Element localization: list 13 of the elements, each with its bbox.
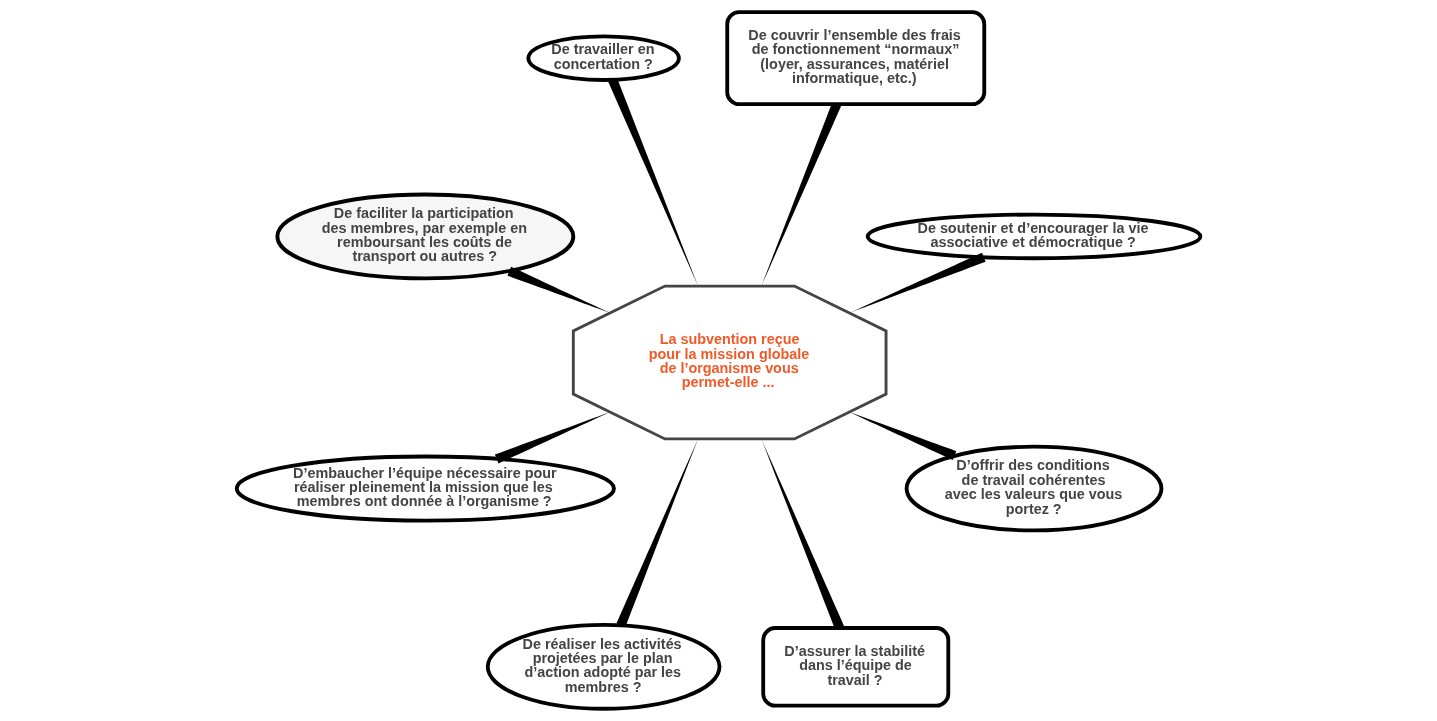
connector [507,266,610,313]
node-ellipse: De réaliser les activités projetées par le plan d’action adopté par les membres ? [485,623,722,711]
node-ellipse: D’offrir des conditions de travail cohérentes avec les valeurs que vous portez ? [904,444,1164,533]
connector [494,412,610,464]
connector [616,439,698,627]
node-ellipse: De faciliter la participation des membres, par exemple en remboursant les coûts de transport ou autres ? [275,192,576,281]
node-box: D’assurer la stabilité dans l’équipe de travail ? [761,626,951,708]
node-ellipse: D’embaucher l’équipe nécessaire pour réaliser pleinement la mission que les membres ont donnée à l’organisme ? [234,454,616,523]
connector [849,252,986,313]
node-ellipse: De soutenir et d’encourager la vie associative et démocratique ? [865,212,1203,261]
connector [849,412,957,461]
node-box: De couvrir l’ensemble des frais de fonctionnement “normaux” (loyer, assurances, matériel informatique, etc.) [725,10,987,107]
node-ellipse: De travailler en concertation ? [526,34,681,82]
